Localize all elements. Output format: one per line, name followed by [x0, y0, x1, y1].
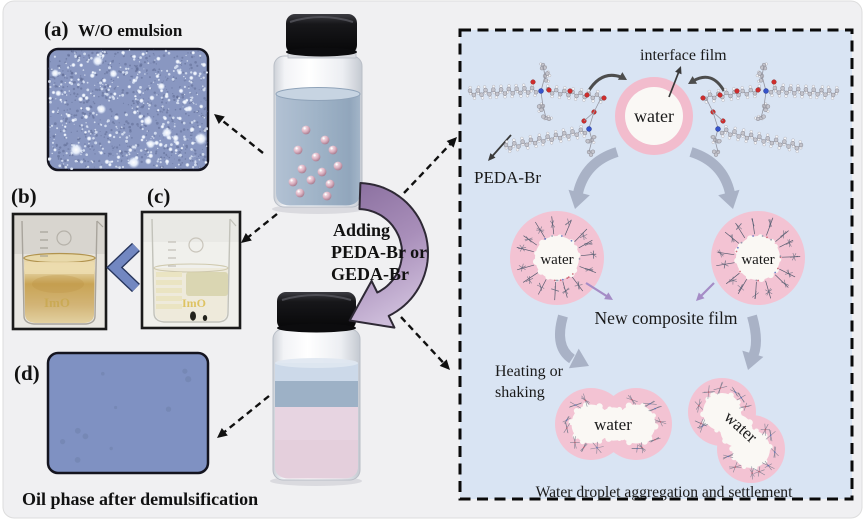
- svg-text:water: water: [540, 252, 573, 268]
- svg-text:water: water: [634, 106, 674, 126]
- svg-text:New composite film: New composite film: [595, 308, 738, 328]
- svg-text:PEDA-Br: PEDA-Br: [474, 168, 541, 187]
- svg-text:(b): (b): [11, 184, 37, 208]
- svg-text:(c): (c): [147, 184, 170, 208]
- svg-text:(d): (d): [14, 361, 40, 385]
- svg-text:Oil phase after demulsificatio: Oil phase after demulsification: [22, 489, 258, 509]
- svg-text:ImO: ImO: [44, 295, 70, 310]
- svg-text:(a): (a): [44, 17, 69, 41]
- svg-text:PEDA-Br or: PEDA-Br or: [331, 242, 427, 262]
- svg-text:interface film: interface film: [640, 47, 727, 64]
- svg-text:Adding: Adding: [333, 220, 390, 240]
- svg-text:Water droplet aggregation and: Water droplet aggregation and settlement: [536, 484, 793, 501]
- svg-text:ImO: ImO: [182, 296, 206, 310]
- svg-text:W/O emulsion: W/O emulsion: [78, 21, 183, 40]
- svg-text:Heating or: Heating or: [495, 363, 564, 380]
- svg-text:shaking: shaking: [495, 384, 545, 401]
- svg-text:water: water: [594, 415, 632, 434]
- svg-text:GEDA-Br: GEDA-Br: [331, 264, 409, 284]
- svg-text:water: water: [741, 252, 774, 268]
